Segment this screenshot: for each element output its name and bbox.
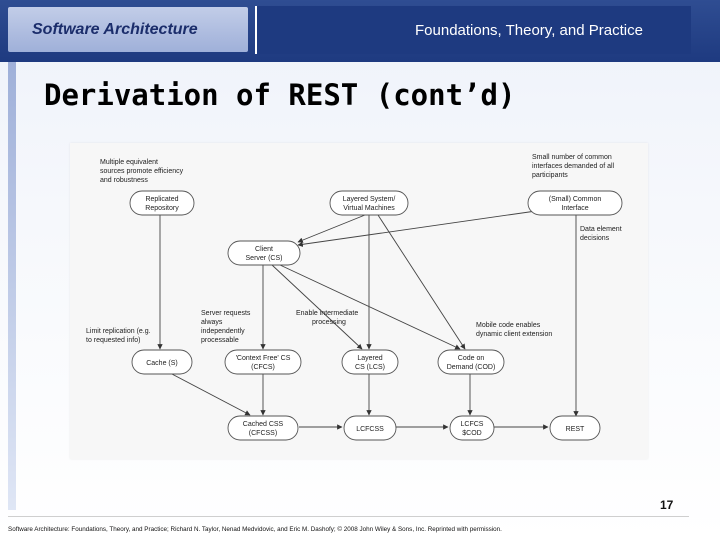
node-label: REST <box>566 426 585 433</box>
header-right-panel: Foundations, Theory, and Practice <box>255 6 691 54</box>
header-left-title: Software Architecture <box>32 21 198 38</box>
edge-common-cs <box>297 210 537 247</box>
annotation-server-requests: Server requests always independently pro… <box>201 310 251 344</box>
annotation-line: Multiple equivalent <box>100 159 158 166</box>
node-label: Client <box>255 246 273 253</box>
node-client-server: Client Server (CS) <box>227 240 301 266</box>
node-label: LCFCSS <box>356 426 384 433</box>
edge-cs-lcs <box>271 264 363 350</box>
node-rest: REST <box>549 415 601 441</box>
edge-layered-cod <box>377 214 466 350</box>
header-left-panel: Software Architecture <box>8 7 248 52</box>
node-common-interface: (Small) Common Interface <box>527 190 623 216</box>
node-layered-cs: Layered CS (LCS) <box>341 349 399 375</box>
annotation-line: Server requests <box>201 310 251 317</box>
node-label: (CFCS) <box>251 364 275 371</box>
node-cached-css: Cached CSS (CFCSS) <box>227 415 299 441</box>
left-accent-bar <box>8 62 16 510</box>
annotation-common-interfaces: Small number of common interfaces demand… <box>532 154 615 179</box>
annotation-data-element: Data element decisions <box>580 226 622 242</box>
node-label: Layered <box>357 355 382 362</box>
header-right-title: Foundations, Theory, and Practice <box>415 22 643 39</box>
annotation-line: dynamic client extension <box>476 331 552 338</box>
annotation-line: Enable intermediate <box>296 310 358 317</box>
node-label: Cache (S) <box>146 360 178 367</box>
annotation-line: and robustness <box>100 177 148 184</box>
node-label: Demand (COD) <box>447 364 496 371</box>
annotation-line: Limit replication (e.g. <box>86 328 151 335</box>
edge-layered-cs <box>297 214 366 243</box>
annotation-line: to requested info) <box>86 337 140 344</box>
annotation-line: Mobile code enables <box>476 322 541 329</box>
node-label: Interface <box>561 205 588 212</box>
annotation-limit-replication: Limit replication (e.g. to requested inf… <box>86 328 151 344</box>
node-cache: Cache (S) <box>131 349 193 375</box>
annotation-line: decisions <box>580 235 610 242</box>
footer-divider <box>8 516 689 517</box>
slide-title: Derivation of REST (cont’d) <box>44 78 516 112</box>
diagram-edges <box>157 210 579 430</box>
node-label: 'Context Free' CS <box>236 355 291 362</box>
annotation-equivalent-sources: Multiple equivalent sources promote effi… <box>100 159 184 184</box>
page-number: 17 <box>660 498 674 512</box>
slide-header: Software Architecture Foundations, Theor… <box>0 0 720 62</box>
node-lcfcs-cod: LCFCS $COD <box>449 415 495 441</box>
node-label: (CFCSS) <box>249 430 277 437</box>
node-label: Virtual Machines <box>343 205 395 212</box>
node-label: Server (CS) <box>246 255 283 262</box>
node-label: Replicated <box>145 196 178 203</box>
node-label: $COD <box>462 430 481 437</box>
annotation-line: processable <box>201 337 239 344</box>
annotation-mobile-code: Mobile code enables dynamic client exten… <box>476 322 552 338</box>
node-label: LCFCS <box>461 421 484 428</box>
node-label: Cached CSS <box>243 421 284 428</box>
node-label: (Small) Common <box>549 196 602 203</box>
annotation-line: participants <box>532 172 568 179</box>
node-label: Repository <box>145 205 179 212</box>
rest-derivation-diagram: Replicated Repository Layered System/ Vi… <box>86 154 623 441</box>
annotation-line: interfaces demanded of all <box>532 163 615 170</box>
footer-citation: Software Architecture: Foundations, Theo… <box>8 526 502 533</box>
node-lcfcss: LCFCSS <box>343 415 397 441</box>
annotation-line: Data element <box>580 226 622 233</box>
annotation-line: Small number of common <box>532 154 612 161</box>
annotation-line: always <box>201 319 223 326</box>
node-code-on-demand: Code on Demand (COD) <box>437 349 505 375</box>
annotation-line: processing <box>312 319 346 326</box>
diagram-panel: Replicated Repository Layered System/ Vi… <box>70 143 648 459</box>
annotation-line: sources promote efficiency <box>100 168 184 175</box>
annotation-line: independently <box>201 328 245 335</box>
node-replicated-repository: Replicated Repository <box>129 190 195 216</box>
node-label: Code on <box>458 355 485 362</box>
node-layered-system: Layered System/ Virtual Machines <box>329 190 409 216</box>
node-label: CS (LCS) <box>355 364 385 371</box>
annotation-intermediate: Enable intermediate processing <box>296 310 358 326</box>
edge-cs-cod <box>279 264 461 350</box>
edge-cache-ccss <box>169 372 251 416</box>
node-context-free-cs: 'Context Free' CS (CFCS) <box>224 349 302 375</box>
node-label: Layered System/ <box>343 196 396 203</box>
